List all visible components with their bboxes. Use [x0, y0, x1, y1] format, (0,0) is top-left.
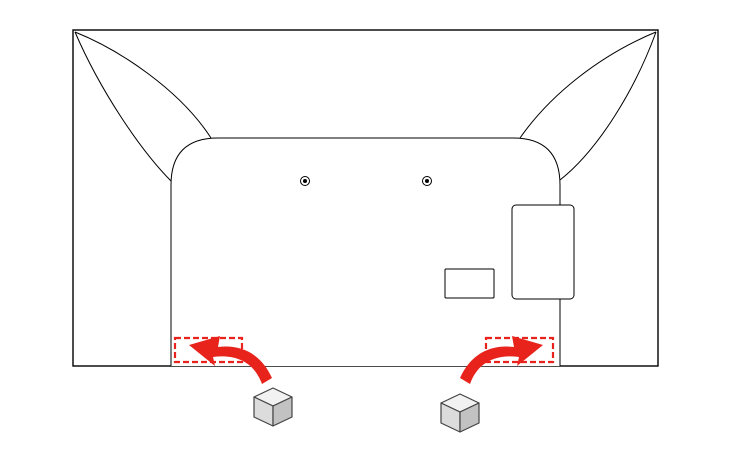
left-arrow-body: [189, 336, 272, 384]
cube-icon: [440, 393, 480, 433]
left-corner-curve: [74, 31, 212, 139]
right-arrow-body: [460, 336, 543, 384]
right-side-curve: [559, 31, 657, 181]
cube-left-right-face: [272, 396, 293, 427]
screw-left: [300, 176, 310, 186]
right-corner-curve: [519, 31, 657, 139]
left-side-curve: [74, 31, 173, 183]
curved-arrow-icon: [189, 336, 272, 384]
port-panel: [444, 268, 495, 299]
curved-arrow-icon: [460, 336, 543, 384]
cube-right-right-face: [459, 402, 480, 433]
connector-cover: [511, 204, 575, 300]
cube-icon: [253, 387, 293, 427]
rear-housing: [170, 137, 561, 366]
screw-right: [422, 176, 432, 186]
